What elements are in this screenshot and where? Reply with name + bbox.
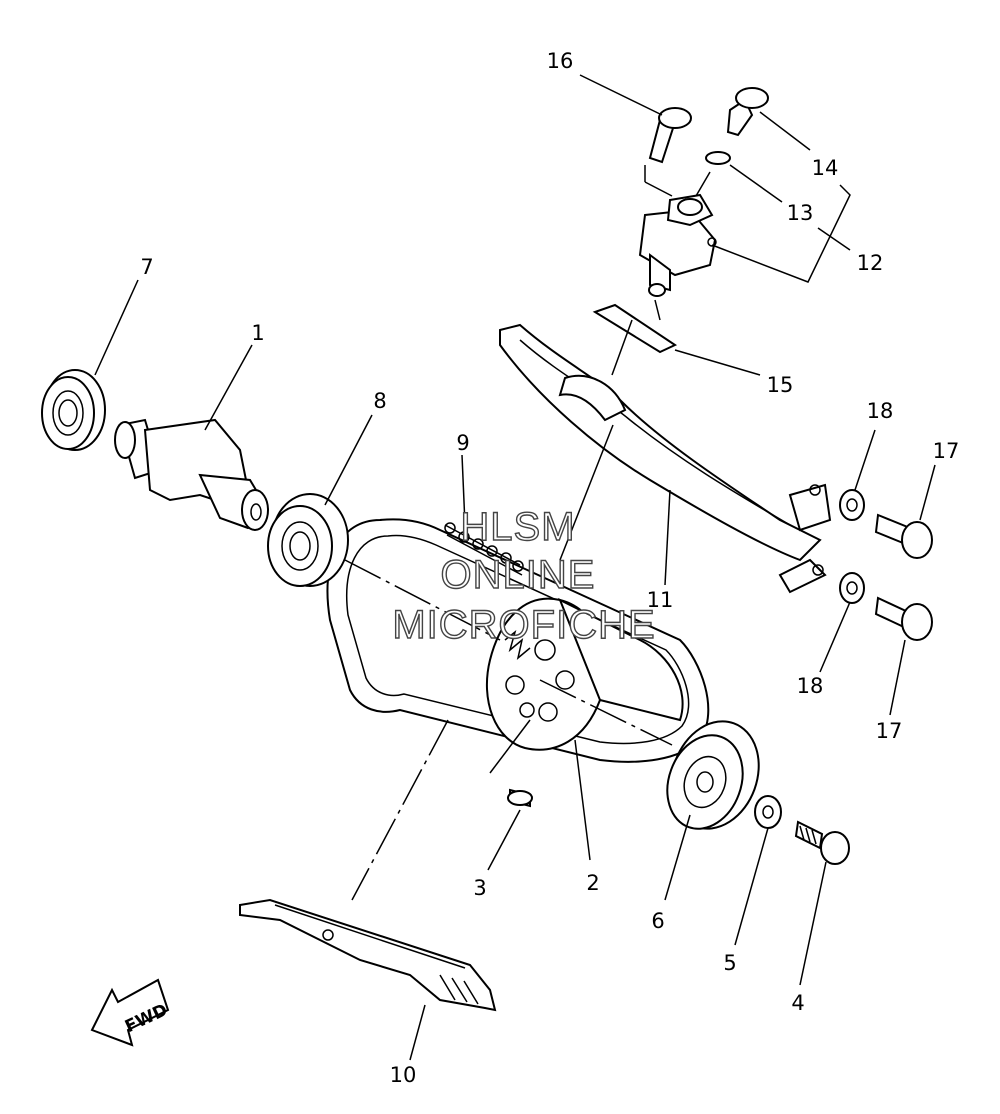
callout-8: 8 [373,389,386,413]
callout-3: 3 [473,876,486,900]
cam-plate[interactable] [655,709,774,841]
fwd-arrow: FWD [90,978,171,1047]
callout-14: 14 [812,156,839,180]
callout-2: 2 [586,871,599,895]
callout-5: 5 [723,951,736,975]
washer-18-lower[interactable] [839,572,865,604]
watermark-line-3: MICROFICHE [392,603,655,647]
watermark: HLSM ONLINE MICROFICHE [392,504,656,647]
callout-18-lower: 18 [797,674,824,698]
bolt-14[interactable] [726,87,769,137]
washer-18-upper[interactable] [839,489,865,521]
callout-18-upper: 18 [867,399,894,423]
gasket[interactable] [592,303,678,354]
callout-4: 4 [791,991,804,1015]
bolt-16[interactable] [648,107,692,164]
callout-16: 16 [547,49,574,73]
chain-guide-upper[interactable] [499,323,832,594]
bolt-17-lower[interactable] [874,596,933,641]
callout-10: 10 [390,1063,417,1087]
watermark-line-2: ONLINE [441,553,596,597]
cam-sprocket[interactable] [485,597,684,751]
callout-12: 12 [857,251,884,275]
bearing-8[interactable] [267,493,349,587]
chain-tensioner[interactable] [638,193,717,297]
bolt-4[interactable] [794,820,850,865]
bearing-7[interactable] [41,369,106,451]
callout-17-lower: 17 [876,719,903,743]
callout-7: 7 [140,255,153,279]
callout-6: 6 [651,909,664,933]
pin-chain-9[interactable] [444,522,524,576]
washer-5[interactable] [754,795,782,829]
callout-11: 11 [647,588,674,612]
callout-labels: 1 2 3 4 5 6 7 8 9 10 11 12 13 14 15 16 1… [140,49,959,1087]
watermark-line-1: HLSM [460,505,575,549]
callout-9: 9 [456,431,469,455]
callout-13: 13 [787,201,814,225]
washer-13[interactable] [705,151,731,165]
camshaft[interactable] [114,418,269,531]
callout-1: 1 [251,321,264,345]
chain-guide-lower[interactable] [239,898,497,1012]
bolt-17-upper[interactable] [874,513,933,559]
dowel-pin[interactable] [507,788,533,808]
callout-17-upper: 17 [933,439,960,463]
leader-lines [94,74,936,1061]
callout-15: 15 [767,373,794,397]
